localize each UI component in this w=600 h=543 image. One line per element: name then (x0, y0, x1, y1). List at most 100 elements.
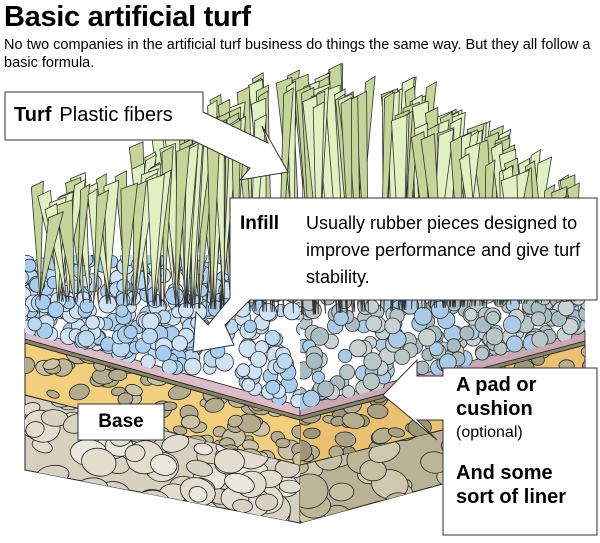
pad-label: A pad or cushion (optional) And some sor… (456, 373, 596, 509)
stone (125, 384, 143, 397)
stone (278, 479, 300, 494)
stone (49, 508, 78, 523)
infill-pellet (282, 302, 300, 321)
stone (292, 451, 300, 465)
infill-pellet (25, 303, 30, 318)
infill-pellet (85, 315, 100, 330)
infill-pellet (34, 294, 51, 311)
stone (25, 494, 39, 517)
grass-blade (120, 182, 138, 305)
page-title: Basic artificial turf (4, 1, 251, 33)
infill-pellet (25, 300, 27, 314)
base-label: Base (98, 411, 144, 432)
infill-pellet (530, 311, 546, 327)
stone (25, 421, 45, 438)
infill-pellet (428, 341, 444, 357)
stone (291, 424, 300, 439)
infill-pellet (362, 372, 380, 390)
stone (341, 412, 366, 429)
pad-heading-line1: A pad or (456, 374, 537, 396)
infill-pellet (265, 379, 281, 395)
stone (188, 486, 208, 503)
stone (359, 459, 387, 482)
infill-pellet (413, 306, 433, 326)
infill-pellet (333, 310, 349, 327)
pad-optional-note: (optional) (456, 424, 523, 441)
infill-pellet (79, 298, 95, 314)
infill-pellet (459, 325, 475, 341)
infill-pellet (300, 309, 304, 323)
stone (42, 358, 60, 370)
pad-callout (382, 358, 598, 536)
stone (150, 454, 178, 476)
grass-blade (39, 211, 64, 301)
stone (224, 472, 255, 494)
stone (404, 518, 428, 523)
stone (101, 498, 134, 523)
stone (191, 508, 212, 523)
grass-blade (183, 143, 199, 308)
stone (65, 481, 91, 498)
stone (580, 346, 585, 359)
infill-pellet (264, 329, 281, 346)
stone (303, 427, 321, 440)
stone (73, 496, 109, 521)
infill-pellet (503, 315, 522, 334)
infill-pellet (305, 352, 323, 370)
infill-pellet (77, 329, 95, 348)
stone (177, 507, 212, 523)
stone (118, 504, 152, 523)
stone (25, 356, 36, 375)
stone (367, 403, 389, 419)
turf-heading: Turf (14, 104, 52, 126)
pad-heading-line2: cushion (456, 398, 533, 420)
stone (46, 389, 60, 399)
infill-pellet (171, 335, 188, 352)
liner-heading-line2: sort of liner (456, 486, 567, 508)
stone (275, 437, 291, 449)
stone (212, 425, 227, 438)
infill-pellet (363, 352, 382, 371)
stone (300, 473, 329, 509)
infill-pellet (276, 353, 293, 370)
stone (334, 431, 357, 448)
grass-blade (54, 199, 75, 303)
stone (203, 511, 240, 523)
stone (81, 447, 117, 477)
grass-blade (76, 183, 91, 303)
stone (387, 427, 406, 438)
stone (389, 502, 421, 523)
stone (329, 482, 355, 502)
stone (161, 434, 190, 453)
stone (68, 383, 90, 401)
infill-pellet (393, 348, 411, 365)
infill-pellet (475, 346, 490, 361)
stone (181, 513, 204, 523)
grass-blade (146, 173, 165, 307)
stone (74, 497, 111, 523)
infill-pellet (47, 301, 65, 318)
infill-pellet (339, 364, 356, 381)
infill-pellet (123, 325, 138, 340)
stone (40, 508, 62, 523)
infill-pellet (155, 345, 172, 362)
infill-pellet (485, 327, 504, 346)
stone (180, 414, 201, 430)
infill-description: Usually rubber pieces designed to improv… (306, 213, 581, 287)
infill-pellet (141, 327, 158, 345)
infill-pellet (349, 339, 368, 358)
infill-heading: Infill (240, 213, 280, 234)
stone (186, 459, 214, 477)
stone (124, 444, 146, 462)
liner-heading-line1: And some (456, 462, 553, 484)
stone (255, 493, 279, 512)
stone (204, 397, 225, 413)
infill-pellet (337, 348, 353, 364)
infill-pellet (418, 328, 437, 347)
infill-pellet (446, 338, 461, 353)
stone (25, 509, 33, 523)
grass-blade (30, 180, 44, 301)
stone (25, 483, 52, 510)
